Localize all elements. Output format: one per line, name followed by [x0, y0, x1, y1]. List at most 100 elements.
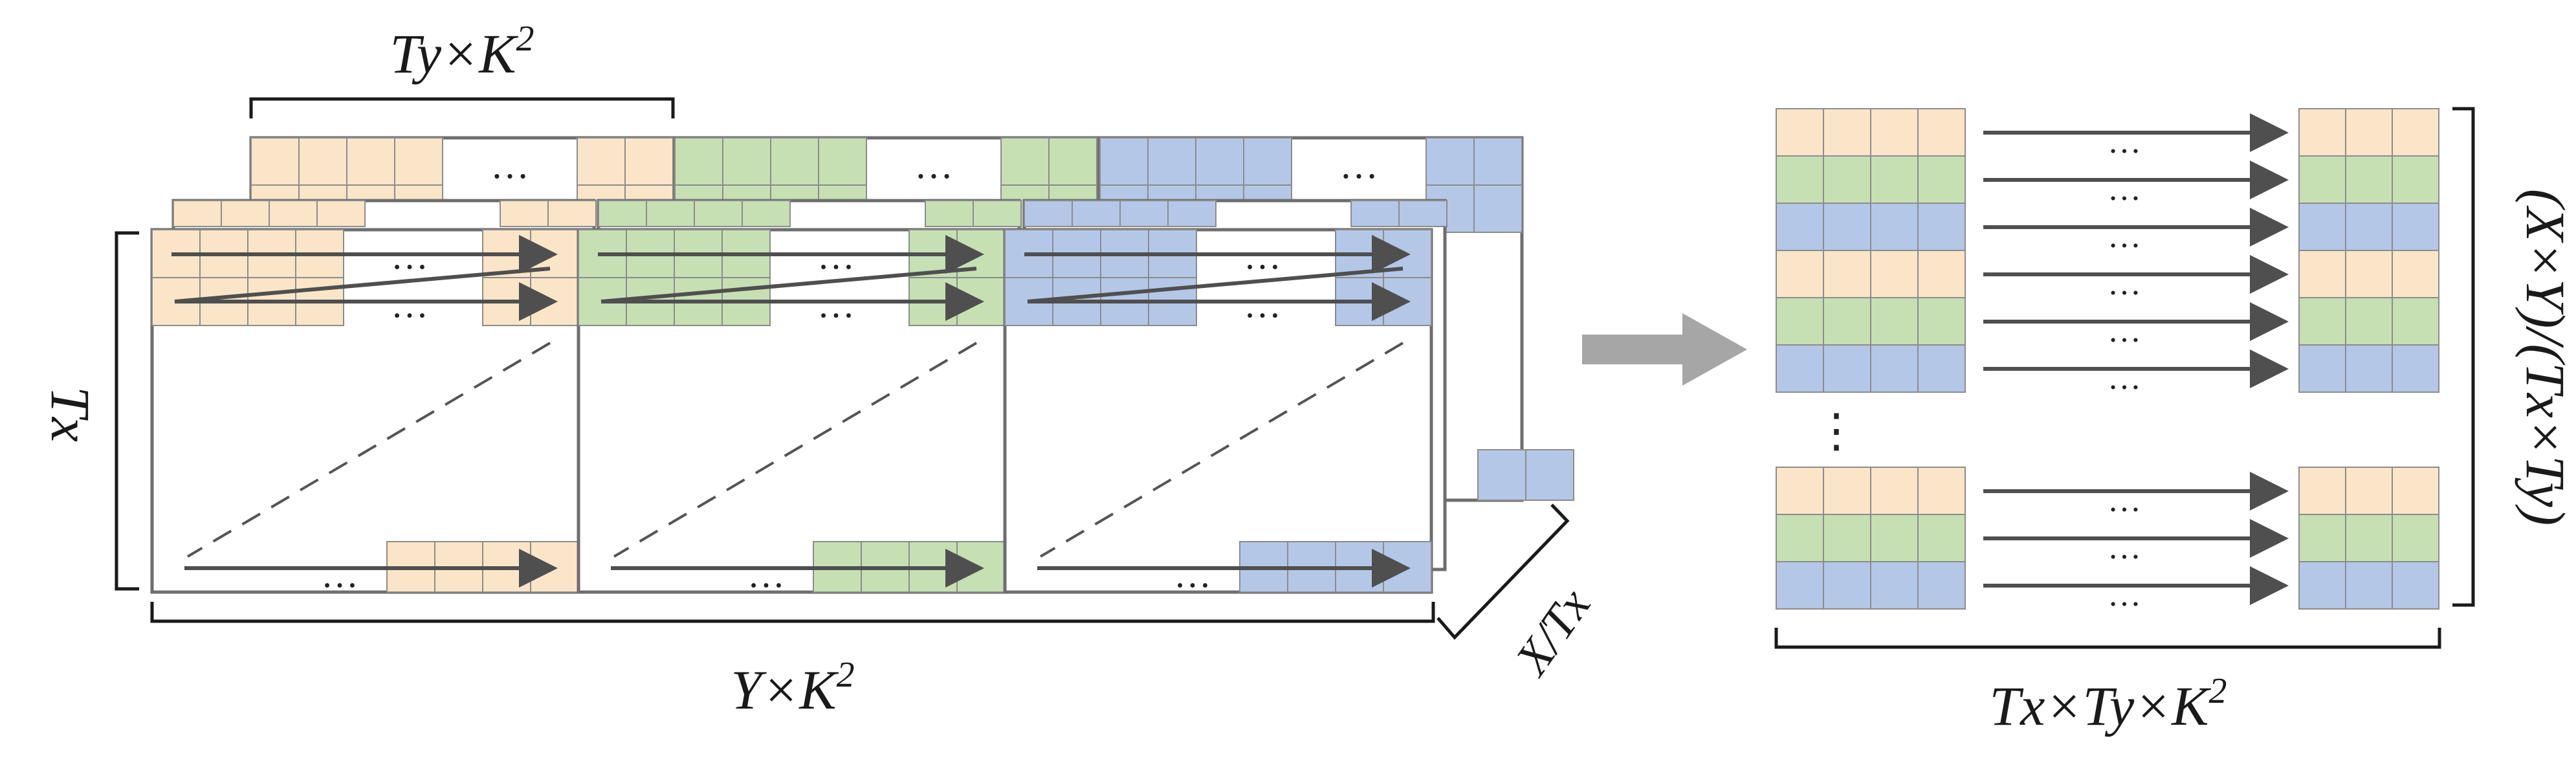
- grid-cell: [1426, 137, 1475, 186]
- front-top-right-cells-green: [908, 229, 1006, 326]
- row-ellipsis: …: [2108, 529, 2141, 566]
- reordered-row: …: [1776, 108, 2439, 160]
- grid-cell: [1776, 250, 1824, 298]
- row-return-line: [174, 267, 551, 303]
- grid-cell: [2392, 155, 2439, 204]
- y-k2-bracket: [150, 602, 1435, 623]
- back-ellipsis: …: [1339, 144, 1378, 186]
- grid-cell: [2298, 561, 2346, 610]
- row-right-cells-blue: [2298, 561, 2439, 610]
- grid-cell: [1776, 561, 1824, 610]
- reordered-row: …: [1776, 514, 2439, 566]
- row-right-cells-orange: [2298, 108, 2439, 157]
- grid-cell: [1167, 200, 1216, 227]
- grid-cell: [547, 200, 597, 227]
- grid-cell: [1350, 200, 1400, 227]
- grid-cell: [1147, 137, 1196, 186]
- row-ellipsis: …: [2108, 218, 2141, 255]
- row-left-cells-blue: [1776, 561, 1966, 610]
- grid-cell: [2392, 108, 2439, 157]
- grid-cell: [1870, 297, 1919, 346]
- middle-left-cells-green: [598, 200, 791, 227]
- back-bottom-cells-blue: [1477, 449, 1574, 501]
- grid-cell: [2392, 561, 2439, 610]
- grid-cell: [1870, 344, 1919, 393]
- grid-cell: [1776, 467, 1824, 515]
- row-left-cells-green: [1776, 155, 1966, 204]
- row-right-cells-orange: [2298, 250, 2439, 298]
- front-bottom-ellipsis: …: [747, 553, 785, 595]
- front-top-right-cells-blue: [1335, 229, 1432, 326]
- grid-cell: [1823, 250, 1871, 298]
- grid-cell: [250, 137, 300, 186]
- reordered-row: …: [1776, 155, 2439, 208]
- row-ellipsis: …: [2108, 124, 2141, 160]
- grid-cell: [2298, 203, 2346, 251]
- tx-label: Tx: [39, 386, 102, 442]
- middle-right-cells-orange: [500, 200, 597, 227]
- back-right-cells-blue: [1426, 137, 1523, 233]
- grid-cell: [1000, 137, 1050, 186]
- grid-cell: [2345, 561, 2393, 610]
- grid-cell: [598, 200, 647, 227]
- grid-cell: [1917, 203, 1966, 251]
- reordered-row: …: [1776, 297, 2439, 349]
- grid-cell: [298, 137, 347, 186]
- front-bottom-ellipsis: …: [321, 553, 358, 595]
- grid-cell: [1870, 467, 1919, 515]
- grid-cell: [694, 200, 743, 227]
- grid-cell: [1870, 250, 1919, 298]
- dashed-return-line: [186, 342, 551, 558]
- grid-cell: [1473, 137, 1523, 186]
- grid-cell: [674, 137, 723, 186]
- grid-cell: [221, 200, 270, 227]
- middle-left-cells-orange: [173, 200, 366, 227]
- front-row2-ellipsis: …: [1244, 283, 1281, 325]
- grid-cell: [770, 137, 819, 186]
- grid-cell: [2392, 297, 2439, 346]
- left-panel: ……… ……………………… Ty×K2 Tx Y×K2 X/Tx: [39, 19, 1601, 721]
- vertical-ellipsis: ⋮: [1813, 405, 1860, 457]
- grid-cell: [1398, 200, 1448, 227]
- grid-cell: [1917, 514, 1966, 562]
- grid-cell: [1477, 449, 1526, 501]
- right-panel: ……………………… ⋮ Tx×Ty×K2 (X×Y)/(Tx×Ty): [1774, 107, 2576, 737]
- grid-cell: [1823, 344, 1871, 393]
- grid-cell: [316, 200, 366, 227]
- grid-cell: [2392, 344, 2439, 393]
- grid-cell: [2345, 250, 2393, 298]
- row-right-cells-blue: [2298, 344, 2439, 393]
- front-top-right-cells-orange: [482, 229, 579, 326]
- grid-cell: [1917, 297, 1966, 346]
- grid-cell: [1917, 108, 1966, 157]
- front-top-left-cells-green: [578, 229, 771, 326]
- grid-cell: [2345, 344, 2393, 393]
- grid-cell: [742, 200, 791, 227]
- row-left-cells-blue: [1776, 203, 1966, 251]
- grid-cell: [1776, 297, 1824, 346]
- dashed-return-line: [1039, 342, 1404, 558]
- grid-cell: [2392, 250, 2439, 298]
- grid-cell: [1917, 250, 1966, 298]
- row-right-cells-green: [2298, 155, 2439, 204]
- row-left-cells-blue: [1776, 344, 1966, 393]
- grid-cell: [1776, 108, 1824, 157]
- grid-cell: [973, 200, 1022, 227]
- grid-cell: [2298, 297, 2346, 346]
- row-ellipsis: …: [2108, 360, 2141, 397]
- row-left-cells-orange: [1776, 250, 1966, 298]
- tx-ty-k2-bracket: [1774, 628, 2441, 649]
- row-left-cells-green: [1776, 297, 1966, 346]
- grid-cell: [1823, 514, 1871, 562]
- grid-cell: [346, 137, 395, 186]
- row-left-cells-orange: [1776, 108, 1966, 157]
- grid-cell: [2298, 467, 2346, 515]
- grid-cell: [2345, 203, 2393, 251]
- grid-cell: [722, 137, 771, 186]
- grid-cell: [1195, 137, 1244, 186]
- grid-cell: [577, 137, 626, 186]
- grid-cell: [1917, 561, 1966, 610]
- grid-cell: [1099, 137, 1149, 186]
- grid-cell: [2298, 514, 2346, 562]
- grid-cell: [2298, 250, 2346, 298]
